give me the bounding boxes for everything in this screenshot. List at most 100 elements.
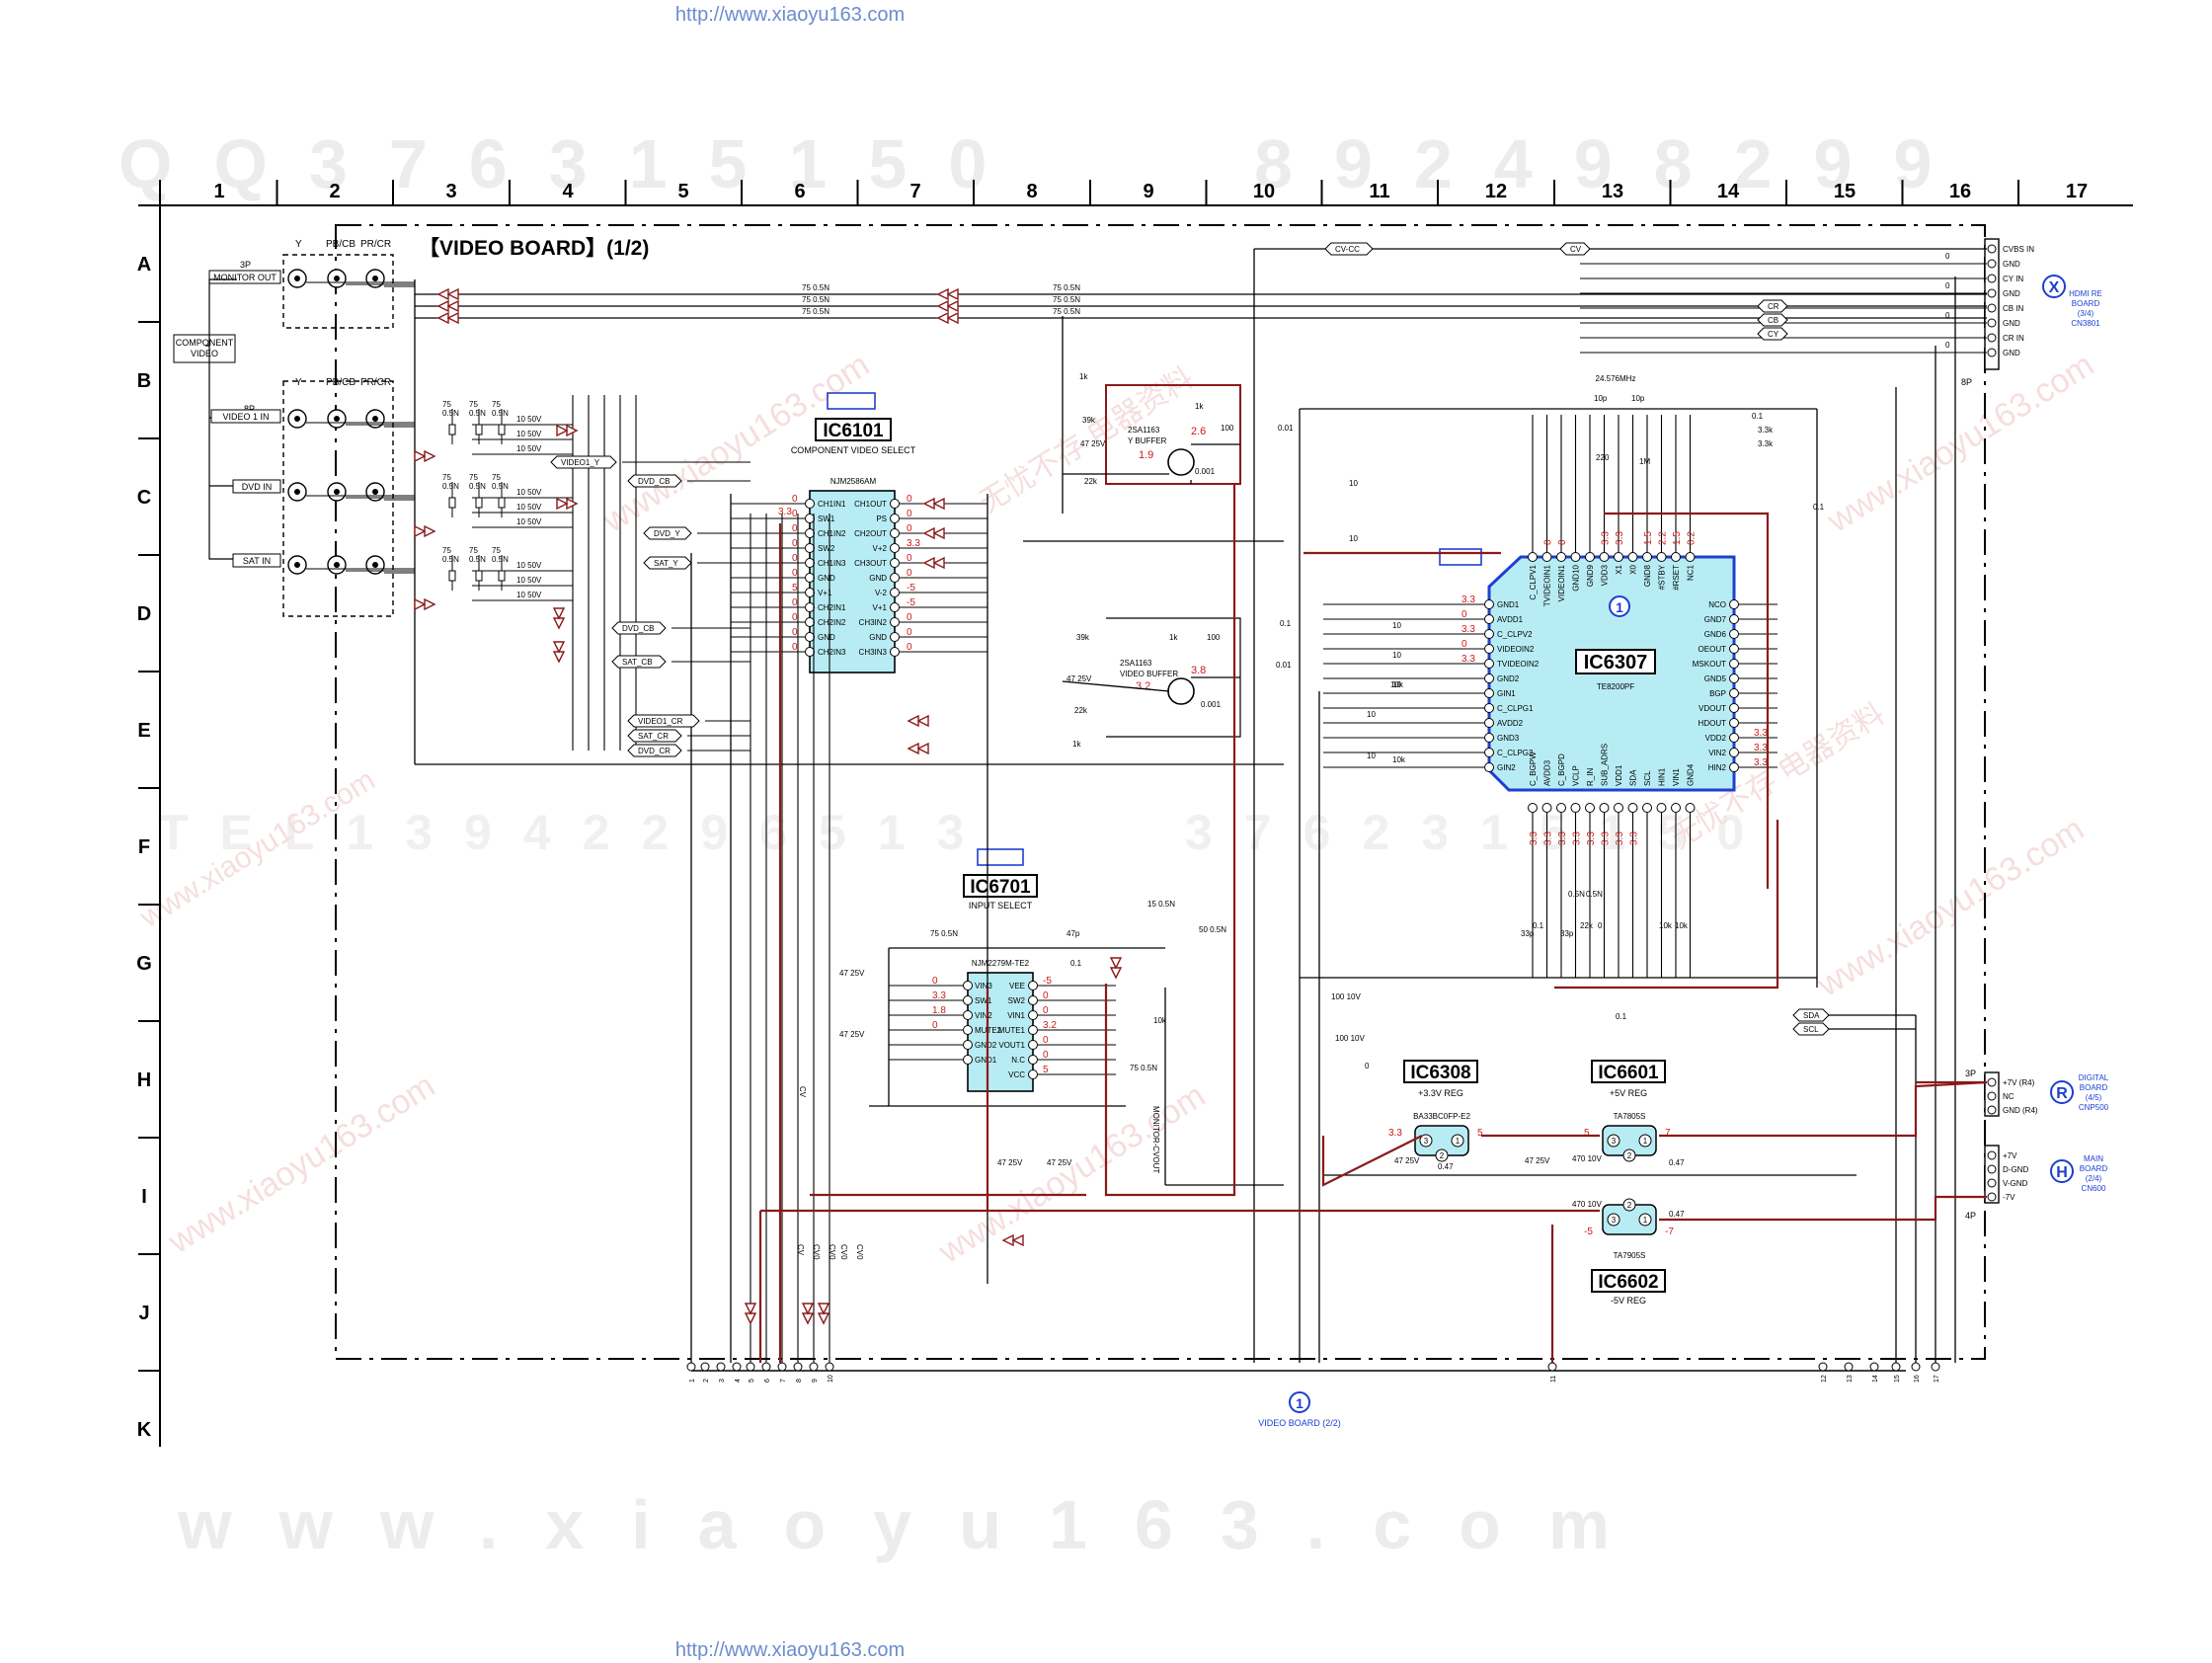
ic6307-part: 0.1 — [1813, 503, 1825, 512]
signal-tag — [1757, 313, 1788, 327]
ic6101-volt-right: 0 — [907, 523, 912, 534]
ic6701-part: 47 25V — [839, 969, 865, 978]
board-h-marker — [2050, 1159, 2074, 1183]
ic6307-pin-bottom: VCLP — [1572, 765, 1581, 786]
pin — [890, 617, 900, 627]
ic6101-volt-right: 0 — [907, 612, 912, 623]
signal-arrow — [436, 311, 459, 325]
ic6307-volt-right: 3.3 — [1754, 757, 1768, 768]
ic6701-part: 47 25V — [1047, 1158, 1072, 1167]
ic6101-name: IC6101 — [823, 421, 884, 441]
bus-pin — [1891, 1362, 1901, 1372]
ic6101-volt-left: 0 — [792, 642, 798, 653]
component-video-bus — [208, 278, 237, 560]
column-label-3: 3 — [445, 181, 456, 202]
ic6701-volt-right: 0 — [1043, 990, 1049, 1001]
resistor-value: 75 — [442, 546, 451, 555]
ic6307-part: 10p — [1594, 394, 1608, 403]
ic6101-pin-right: CH3IN3 — [859, 648, 888, 657]
board-outline — [335, 224, 1986, 1360]
column-label-8: 8 — [1026, 181, 1037, 202]
series-resistor-label: 75 0.5N — [802, 283, 830, 292]
jack-y-label: Y — [295, 239, 302, 250]
ic6701-volt-left: 1.8 — [932, 1005, 946, 1016]
y-buffer-box — [1105, 384, 1241, 485]
bus-pin-num: 4 — [735, 1379, 742, 1383]
ic6307-pin-top: C_CLPV1 — [1529, 564, 1538, 599]
pin — [963, 1055, 973, 1065]
pin — [1585, 803, 1595, 813]
ic6307-pin-top: GND9 — [1586, 564, 1595, 587]
pin — [1729, 762, 1739, 772]
ic6307-pin-bottom: HIN1 — [1658, 767, 1667, 786]
reg-pin — [1607, 1134, 1620, 1148]
reg-pin-num: 1 — [1643, 1137, 1648, 1146]
signal-tag-text: DVD_Y — [654, 529, 680, 538]
signal-arrows — [414, 287, 1123, 1325]
ic6307-volt-bottom: 3.3 — [1529, 832, 1540, 845]
input-jack-box — [282, 380, 394, 617]
cnp500-pins-label: 3P — [1965, 1069, 1976, 1078]
ic6307-pin-left: VIDEOIN2 — [1497, 645, 1535, 654]
ic6701-pins: VIN30SW13.3VIN21.8MUTE20GND2GND1VEE-5SW2… — [839, 900, 1226, 1167]
ic6307-pin-left: AVDD1 — [1497, 615, 1524, 624]
cn3801-pin-name: CVBS IN — [2003, 245, 2034, 254]
signal-arrow — [922, 526, 945, 540]
url-top[interactable]: http://www.xiaoyu163.com — [674, 4, 906, 26]
q-y-buffer — [1167, 448, 1195, 476]
signal-tag — [643, 526, 692, 540]
signal-tag — [1757, 327, 1788, 341]
pin — [1484, 733, 1494, 743]
ic6307-part: 3.3k — [1758, 439, 1774, 448]
bus-pin-num: 6 — [764, 1379, 771, 1383]
resistor-value: 75 — [442, 473, 451, 482]
ic6307-part: 0.1 — [1616, 1012, 1627, 1021]
transistor-part: 1k — [1169, 633, 1178, 642]
bus-vertical-label: CV0 — [812, 1244, 821, 1260]
pin — [890, 528, 900, 538]
column-label-13: 13 — [1602, 181, 1623, 202]
url-bottom[interactable]: http://www.xiaoyu163.com — [674, 1639, 906, 1661]
connector-pin — [1987, 1091, 1997, 1101]
pin — [1642, 552, 1652, 562]
pin-3p-label: 3P — [240, 260, 251, 270]
cap-value: 10 50V — [516, 503, 542, 512]
cn600-pin-name: -7V — [2003, 1193, 2015, 1202]
ic6101-volt-left: 0 — [792, 568, 798, 579]
ic6308-part: BA33BC0FP-E2 — [1413, 1112, 1470, 1121]
pin — [805, 573, 815, 583]
signal-arrow — [556, 497, 579, 511]
bus-pin — [1844, 1362, 1854, 1372]
ic6307-pin-top: X0 — [1629, 564, 1638, 574]
signal-tag-text: CV-CC — [1335, 245, 1360, 254]
jack-pb-label-2: PB/CB — [326, 377, 356, 388]
jack-pr-label-2: PR/CR — [360, 377, 391, 388]
pin — [805, 602, 815, 612]
resistor — [498, 424, 506, 436]
pin — [1484, 659, 1494, 669]
pin — [890, 558, 900, 568]
pin — [1729, 748, 1739, 757]
bus-pin-num: 1 — [689, 1379, 696, 1383]
rca-jack-pin — [372, 562, 378, 568]
bus-pin-num: 10 — [828, 1375, 834, 1383]
pin — [1656, 552, 1667, 562]
ic6307-volt-left: 3.3 — [1462, 594, 1475, 605]
video-board-2-label: VIDEO BOARD (2/2) — [1258, 1418, 1341, 1428]
ic6307-pin-left: GND3 — [1497, 734, 1520, 743]
bus-pin — [700, 1362, 710, 1372]
cn3801-resistor: 0 — [1945, 281, 1950, 290]
pin — [1556, 803, 1566, 813]
connector-pin — [1987, 318, 1997, 328]
pin — [1599, 803, 1610, 813]
resistor — [498, 570, 506, 582]
bus-vertical-label: CV0 — [839, 1244, 848, 1260]
ic6101-pin-left: GND — [818, 633, 835, 642]
ic6701-section: IC6701 INPUT SELECT NJM2279M-TE2 VIN30SW… — [839, 848, 1226, 1167]
signal-tag — [550, 455, 617, 469]
power-trace — [1104, 484, 1236, 1197]
column-label-16: 16 — [1949, 181, 1971, 202]
ic6307-volt-top: 0 — [1543, 539, 1554, 545]
connector-pin — [1987, 259, 1997, 269]
